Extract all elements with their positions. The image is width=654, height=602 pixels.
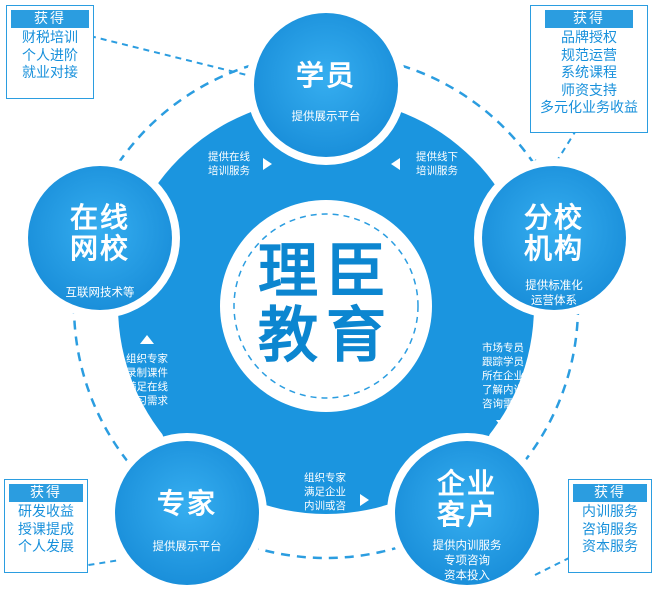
gain-item: 规范运营 xyxy=(561,47,617,64)
gain-item: 师资支持 xyxy=(561,82,617,99)
gain-item: 咨询服务 xyxy=(582,521,638,538)
arrow-left-icon xyxy=(140,335,154,344)
gain-item: 多元化业务收益 xyxy=(540,100,638,116)
flow-left-line-1: 组织专家 xyxy=(126,353,168,365)
student-node xyxy=(254,13,398,157)
flow-right-line-2: 跟踪学员 xyxy=(482,356,524,368)
center-circle xyxy=(220,200,432,412)
flow-bottom-line-1: 组织专家 xyxy=(304,472,346,484)
gain-box-header: 获得 xyxy=(545,10,633,28)
arrow-top-left-icon xyxy=(263,158,272,170)
arrow-top-right-icon xyxy=(391,158,400,170)
flow-top-left-line-1: 提供在线 xyxy=(208,151,250,163)
online-node xyxy=(28,166,172,310)
flow-left: 组织专家 录制课件 满足在线 学习需求 xyxy=(114,352,180,408)
enterprise-sub-line-3: 资本投入 xyxy=(444,568,490,582)
enterprise-title: 企业 客户 xyxy=(397,468,537,531)
center-dashed-ring xyxy=(233,213,419,399)
branch-title: 分校 机构 xyxy=(484,202,624,265)
flow-left-line-3: 满足在线 xyxy=(126,381,168,393)
expert-node xyxy=(115,441,259,585)
gain-item: 内训服务 xyxy=(582,504,638,520)
branch-node xyxy=(482,166,626,310)
flow-top-right-line-1: 提供线下 xyxy=(416,151,458,163)
flow-bottom-line-3: 内训或咨 xyxy=(304,500,346,512)
center-line-2: 教育 xyxy=(258,301,394,371)
expert-sub: 提供展示平台 xyxy=(152,539,222,553)
gain-item: 系统课程 xyxy=(561,65,617,81)
gain-box-header: 获得 xyxy=(11,10,89,28)
student-sub: 提供展示平台 xyxy=(291,109,361,123)
gain-box-header: 获得 xyxy=(9,484,83,502)
online-title-line-2: 网校 xyxy=(69,232,130,266)
branch-sub-line-1: 提供标准化 xyxy=(525,278,583,292)
gain-item: 财税培训 xyxy=(22,30,78,46)
gain-box-bottom-left: 获得 研发收益 授课提成 个人发展 xyxy=(4,479,88,573)
connector-top-left xyxy=(89,35,276,83)
gain-item: 个人发展 xyxy=(18,539,74,555)
gain-box-header: 获得 xyxy=(573,484,647,502)
online-title: 在线 网校 xyxy=(30,202,170,265)
flow-right-line-1: 市场专员 xyxy=(482,342,524,354)
flow-bottom-line-2: 满足企业 xyxy=(304,486,346,498)
flow-bottom-line-4: 询需求 xyxy=(309,514,341,526)
branch-title-line-2: 机构 xyxy=(523,232,584,266)
center-label: 理臣 教育 xyxy=(226,240,426,368)
gain-item: 研发收益 xyxy=(18,504,74,520)
gain-box-top-left: 获得 财税培训 个人进阶 就业对接 xyxy=(6,5,94,99)
flow-top-left-line-2: 培训服务 xyxy=(208,165,250,177)
online-title-line-1: 在线 xyxy=(69,201,130,234)
arrow-bottom-icon xyxy=(360,494,369,506)
gain-item: 品牌授权 xyxy=(561,30,617,46)
gain-item: 授课提成 xyxy=(18,521,74,538)
expert-title: 专家 xyxy=(156,487,217,520)
flow-left-line-4: 学习需求 xyxy=(126,395,168,407)
flow-top-right-line-2: 培训服务 xyxy=(416,165,458,177)
enterprise-title-line-1: 企业 xyxy=(436,467,497,500)
online-sub: 互联网技术等 xyxy=(65,285,135,299)
branch-title-line-1: 分校 xyxy=(523,201,584,234)
enterprise-node xyxy=(395,441,539,585)
flow-right: 市场专员 跟踪学员 所在企业 了解内训 咨询需求 xyxy=(470,341,536,411)
student-title: 学员 xyxy=(295,59,356,92)
branch-sub-line-2: 运营体系 xyxy=(531,293,577,307)
gain-item: 就业对接 xyxy=(22,65,78,81)
enterprise-sub-line-1: 提供内训服务 xyxy=(432,538,502,552)
gain-box-bottom-right: 获得 内训服务 咨询服务 资本服务 xyxy=(568,479,652,573)
flow-right-line-5: 咨询需求 xyxy=(482,398,524,410)
flow-right-line-4: 了解内训 xyxy=(482,384,524,396)
gain-item: 资本服务 xyxy=(582,539,638,555)
enterprise-sub: 提供内训服务 专项咨询 资本投入 xyxy=(397,538,537,583)
enterprise-title-line-2: 客户 xyxy=(436,498,497,532)
center-line-1: 理臣 xyxy=(258,237,394,307)
branch-sub: 提供标准化 运营体系 xyxy=(484,278,624,308)
flow-top-right: 提供线下 培训服务 xyxy=(404,150,470,178)
flow-top-left: 提供在线 培训服务 xyxy=(196,150,262,178)
gain-box-top-right: 获得 品牌授权 规范运营 系统课程 师资支持 多元化业务收益 xyxy=(530,5,648,133)
flow-bottom: 组织专家 满足企业 内训或咨 询需求 xyxy=(292,471,358,527)
gain-item: 个人进阶 xyxy=(22,47,78,64)
enterprise-sub-line-2: 专项咨询 xyxy=(444,553,490,567)
arrow-right-icon xyxy=(496,420,510,429)
flow-left-line-2: 录制课件 xyxy=(126,367,168,379)
flow-right-line-3: 所在企业 xyxy=(482,370,524,382)
